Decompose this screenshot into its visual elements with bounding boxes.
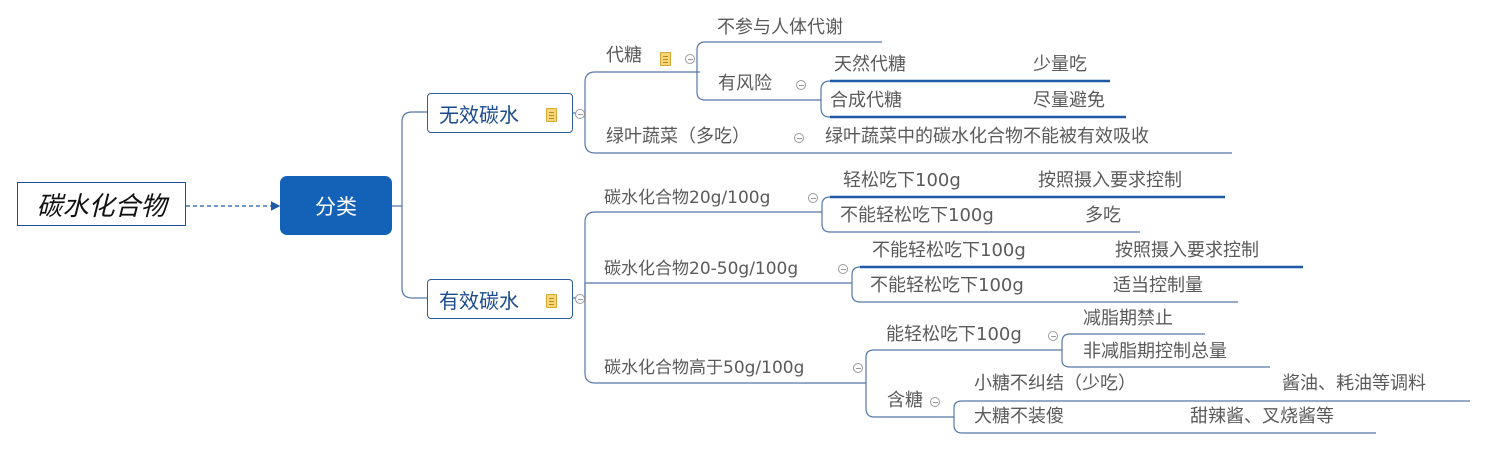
collapse-icon[interactable] (808, 193, 818, 203)
branch-label: 有效碳水 (439, 288, 519, 313)
collapse-icon[interactable] (685, 54, 695, 64)
center-topic[interactable]: 分类 (280, 176, 392, 235)
branch-label: 无效碳水 (439, 102, 519, 127)
collapse-icon[interactable] (930, 397, 940, 407)
node-synthetic-sweetener[interactable]: 合成代糖 (830, 90, 902, 111)
node-carbs-over-50[interactable]: 碳水化合物高于50g/100g (604, 358, 805, 378)
node-g3-easy[interactable]: 能轻松吃下100g (886, 324, 1022, 345)
note-icon[interactable] (546, 108, 557, 122)
branch-invalid-carbs[interactable]: 无效碳水 (427, 93, 573, 133)
node-g2-a[interactable]: 不能轻松吃下100g (872, 240, 1026, 261)
note-icon[interactable] (660, 52, 671, 66)
node-g1-hard[interactable]: 不能轻松吃下100g (840, 205, 994, 226)
collapse-icon[interactable] (853, 363, 863, 373)
node-synthetic-advice[interactable]: 尽量避免 (1033, 90, 1105, 111)
node-g2-b[interactable]: 不能轻松吃下100g (870, 275, 1024, 296)
node-big-sugar[interactable]: 大糖不装傻 (974, 406, 1064, 427)
node-carbs-20-50[interactable]: 碳水化合物20-50g/100g (604, 259, 799, 279)
node-natural-advice[interactable]: 少量吃 (1033, 54, 1087, 75)
collapse-icon[interactable] (1048, 331, 1058, 341)
node-no-metabolism[interactable]: 不参与人体代谢 (717, 17, 843, 38)
collapse-icon[interactable] (796, 80, 806, 90)
collapse-icon[interactable] (575, 294, 585, 304)
branch-valid-carbs[interactable]: 有效碳水 (427, 279, 573, 319)
node-dai-tang[interactable]: 代糖 (606, 45, 642, 66)
node-g3-sugar[interactable]: 含糖 (887, 390, 923, 411)
node-g1-easy-advice[interactable]: 按照摄入要求控制 (1038, 170, 1182, 191)
node-small-sugar[interactable]: 小糖不纠结（少吃） (974, 373, 1136, 394)
node-green-vegetables-note[interactable]: 绿叶蔬菜中的碳水化合物不能被有效吸收 (825, 126, 1149, 147)
collapse-icon[interactable] (838, 264, 848, 274)
node-small-sugar-examples[interactable]: 酱油、耗油等调料 (1282, 373, 1426, 394)
node-green-vegetables[interactable]: 绿叶蔬菜（多吃） (606, 126, 750, 147)
node-g1-hard-advice[interactable]: 多吃 (1085, 205, 1121, 226)
node-big-sugar-examples[interactable]: 甜辣酱、叉烧酱等 (1190, 406, 1334, 427)
node-g2-b-advice[interactable]: 适当控制量 (1113, 275, 1203, 296)
root-topic[interactable]: 碳水化合物 (17, 182, 186, 226)
node-natural-sweetener[interactable]: 天然代糖 (834, 54, 906, 75)
node-g1-easy[interactable]: 轻松吃下100g (843, 170, 961, 191)
node-risk[interactable]: 有风险 (718, 73, 772, 94)
node-g2-a-advice[interactable]: 按照摄入要求控制 (1115, 240, 1259, 261)
node-g3-noncut[interactable]: 非减脂期控制总量 (1083, 341, 1227, 362)
collapse-icon[interactable] (794, 133, 804, 143)
collapse-icon[interactable] (575, 109, 585, 119)
node-g3-cut[interactable]: 减脂期禁止 (1083, 308, 1173, 329)
node-carbs-20[interactable]: 碳水化合物20g/100g (604, 188, 771, 208)
note-icon[interactable] (546, 294, 557, 308)
